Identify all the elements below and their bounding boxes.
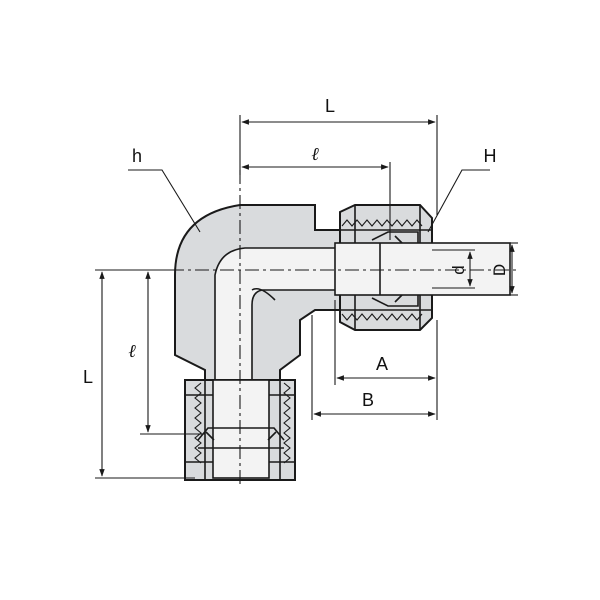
dimension-left-ell: ℓ <box>128 271 205 435</box>
dimension-top-L: L <box>239 96 438 215</box>
leader-H: H <box>427 146 497 233</box>
D-label: D <box>490 264 509 276</box>
bottom-tube <box>197 379 285 479</box>
dimension-left-L: L <box>83 269 195 479</box>
B-label: B <box>362 390 374 410</box>
H-label: H <box>484 146 497 166</box>
top-ell-label: ℓ <box>311 144 319 164</box>
h-label: h <box>132 146 142 166</box>
d-label: d <box>449 265 468 274</box>
leader-h: h <box>128 146 201 233</box>
left-ell-label: ℓ <box>128 341 136 361</box>
dimension-top-ell: ℓ <box>241 144 391 240</box>
dimension-d: d <box>432 249 475 289</box>
dimension-B: B <box>311 315 436 420</box>
elbow-body <box>174 204 341 381</box>
A-label: A <box>376 354 388 374</box>
left-L-label: L <box>83 367 93 387</box>
top-L-label: L <box>325 96 335 116</box>
dimension-A: A <box>334 300 438 420</box>
dimension-D: D <box>490 242 518 296</box>
right-tube <box>334 231 511 307</box>
